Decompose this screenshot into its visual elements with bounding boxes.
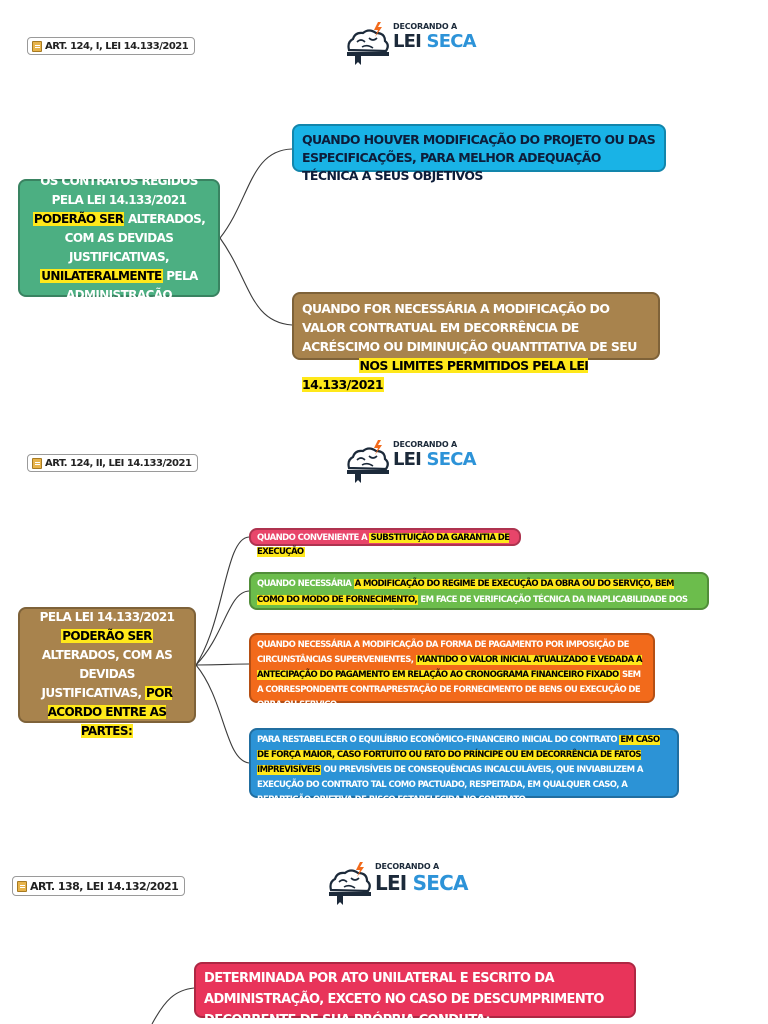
brain-book-icon — [347, 440, 389, 483]
article-tag-label: ART. 124, II, LEI 14.133/2021 — [45, 457, 192, 469]
main-statement-box: OS CONTRATOS REGIDOS PELA LEI 14.133/202… — [18, 174, 220, 302]
brain-book-icon — [329, 862, 371, 905]
article-tag-label: ART. 124, I, LEI 14.133/2021 — [45, 40, 189, 52]
connector-line — [195, 664, 250, 764]
article-tag-label: ART. 138, LEI 14.132/2021 — [30, 879, 179, 893]
brand-top-text: DECORANDO A — [375, 862, 440, 871]
main-statement-text: OS CONTRATOS REGIDOS PELA LEI 14.133/202… — [28, 589, 186, 741]
brand-name: LEI SECA — [393, 31, 477, 52]
item-box-modificacao-projeto: QUANDO HOUVER MODIFICAÇÃO DO PROJETO OU … — [292, 124, 666, 183]
item-box-garantia: QUANDO CONVENIENTE A SUBSTITUIÇÃO DA GAR… — [249, 528, 521, 557]
brand-lei: LEI — [375, 871, 407, 895]
article-tag: ART. 124, II, LEI 14.133/2021 — [27, 454, 199, 472]
item-box-forma-pagamento: QUANDO NECESSÁRIA A MODIFICAÇÃO DA FORMA… — [249, 633, 655, 710]
brand-lei: LEI — [393, 449, 422, 470]
section-art-138: ART. 138, LEI 14.132/2021 DECORANDO A LE… — [0, 840, 768, 1024]
item-box-regime-execucao: QUANDO NECESSÁRIA A MODIFICAÇÃO DO REGIM… — [249, 572, 709, 621]
connector-line — [151, 987, 195, 1024]
section-art-124-ii: ART. 124, II, LEI 14.133/2021 DECORANDO … — [0, 420, 768, 820]
connector-lines — [219, 148, 293, 326]
main-statement-box: OS CONTRATOS REGIDOS PELA LEI 14.133/202… — [18, 591, 196, 738]
item-text: PARA RESTABELECER O EQUILÍBRIO ECONÔMICO… — [257, 735, 618, 745]
main-statement-text: OS CONTRATOS REGIDOS PELA LEI 14.133/202… — [28, 172, 210, 305]
item-text: QUANDO FOR NECESSÁRIA A MODIFICAÇÃO DO V… — [302, 301, 637, 373]
connector-line — [195, 536, 250, 666]
connector-line — [195, 663, 250, 666]
section-art-124-i: ART. 124, I, LEI 14.133/2021 DECORANDO A… — [0, 0, 768, 400]
item-text: DETERMINADA POR ATO UNILATERAL E ESCRITO… — [204, 971, 604, 1024]
main-text-1: OS CONTRATOS REGIDOS PELA LEI 14.133/202… — [28, 591, 186, 624]
item-text: QUANDO HOUVER MODIFICAÇÃO DO PROJETO OU … — [302, 132, 656, 183]
item-text-2: SEM A CORRESPONDENTE CONTRAPRESTAÇÃO DE … — [257, 670, 641, 710]
connector-line — [219, 237, 293, 326]
main-text-2: ALTERADOS, COM AS DEVIDAS JUSTIFICATIVAS… — [41, 648, 173, 700]
brand-top-text: DECORANDO A — [393, 440, 458, 449]
brand-logo: DECORANDO A LEI SECA — [345, 438, 495, 484]
main-highlight-1: PODERÃO SER — [61, 629, 153, 643]
main-text-1: OS CONTRATOS REGIDOS PELA LEI 14.133/202… — [40, 173, 198, 207]
brain-book-icon — [347, 22, 389, 65]
connector-lines — [151, 987, 195, 1024]
connector-lines — [195, 536, 250, 764]
document-icon — [32, 40, 42, 52]
brand-seca: SECA — [426, 449, 477, 470]
brand-logo: DECORANDO A LEI SECA — [327, 860, 477, 906]
brand-name: LEI SECA — [375, 871, 468, 895]
item-box-equilibrio: PARA RESTABELECER O EQUILÍBRIO ECONÔMICO… — [249, 728, 679, 805]
main-highlight-2: UNILATERALMENTE — [40, 268, 163, 283]
brand-seca: SECA — [412, 871, 469, 895]
brand-logo: DECORANDO A LEI SECA — [345, 20, 495, 66]
connector-line — [219, 148, 293, 239]
document-icon — [17, 880, 27, 892]
item-box-ato-unilateral: DETERMINADA POR ATO UNILATERAL E ESCRITO… — [194, 962, 636, 1024]
connector-line — [195, 590, 250, 666]
brand-top-text: DECORANDO A — [393, 22, 458, 31]
item-text-2: OU PREVISÍVEIS DE CONSEQUÊNCIAS INCALCUL… — [257, 765, 643, 805]
brand-seca: SECA — [426, 31, 477, 52]
main-text-3: PELA ADMINISTRAÇÃO — [65, 268, 198, 302]
document-icon — [32, 457, 42, 469]
item-box-valor-contratual: QUANDO FOR NECESSÁRIA A MODIFICAÇÃO DO V… — [292, 292, 660, 392]
main-highlight-1: PODERÃO SER — [32, 211, 125, 226]
main-text-2: ALTERADOS, COM AS DEVIDAS JUSTIFICATIVAS… — [64, 211, 206, 264]
item-text: QUANDO NECESSÁRIA A MODIFICAÇÃO DA FORMA… — [257, 640, 629, 665]
brand-lei: LEI — [393, 31, 422, 52]
article-tag: ART. 138, LEI 14.132/2021 — [12, 876, 186, 896]
item-text: QUANDO NECESSÁRIA — [257, 579, 352, 589]
item-text: QUANDO CONVENIENTE A — [257, 533, 368, 543]
article-tag: ART. 124, I, LEI 14.133/2021 — [27, 37, 196, 55]
brand-name: LEI SECA — [393, 449, 477, 470]
item-text-2: EM FACE DE VERIFICAÇÃO TÉCNICA DA INAPLI… — [257, 595, 688, 621]
